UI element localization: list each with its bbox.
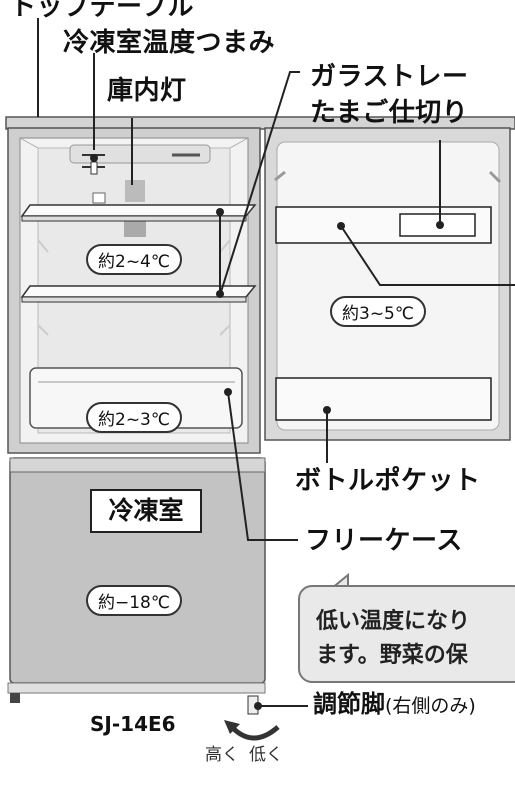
model-number: SJ-14E6 [90,712,176,736]
freezer-title: 冷凍室 [90,489,202,533]
label-adjuster-foot: 調節脚(右側のみ) [313,684,476,719]
bottle-pocket [275,377,492,421]
adjuster-foot-text: 調節脚 [313,690,385,718]
label-interior-light: 庫内灯 [107,76,187,106]
label-lower: 低く [249,745,283,765]
note-callout: 低い温度になり ます。野菜の保 [298,585,515,683]
note-line-2: ます。野菜の保 [316,643,468,668]
base [7,682,266,694]
label-higher: 高く [205,745,239,765]
temp-badge-shelf: 約2~4℃ [86,244,182,275]
label-glass-tray: ガラストレー [310,62,469,92]
adjust-direction: 高く低く [205,740,293,765]
note-line-1: 低い温度になり [316,609,471,634]
label-free-case: フリーケース [305,526,463,556]
adjust-arrow [228,723,280,741]
temp-badge-freezer: 約−18℃ [86,585,182,616]
leader-lines [37,18,515,707]
label-top-table: トップテーブル [10,0,194,22]
control-panel [69,144,211,164]
adjuster-foot-note: (右側のみ) [385,695,476,717]
label-bottle-pocket: ボトルポケット [295,466,481,496]
label-freezer-knob: 冷凍室温度つまみ [63,28,276,58]
temp-badge-door: 約3~5℃ [330,296,426,327]
label-egg-divider: たまご仕切り [310,98,469,128]
freezer-knob [90,161,98,175]
temp-badge-case: 約2~3℃ [86,402,182,433]
